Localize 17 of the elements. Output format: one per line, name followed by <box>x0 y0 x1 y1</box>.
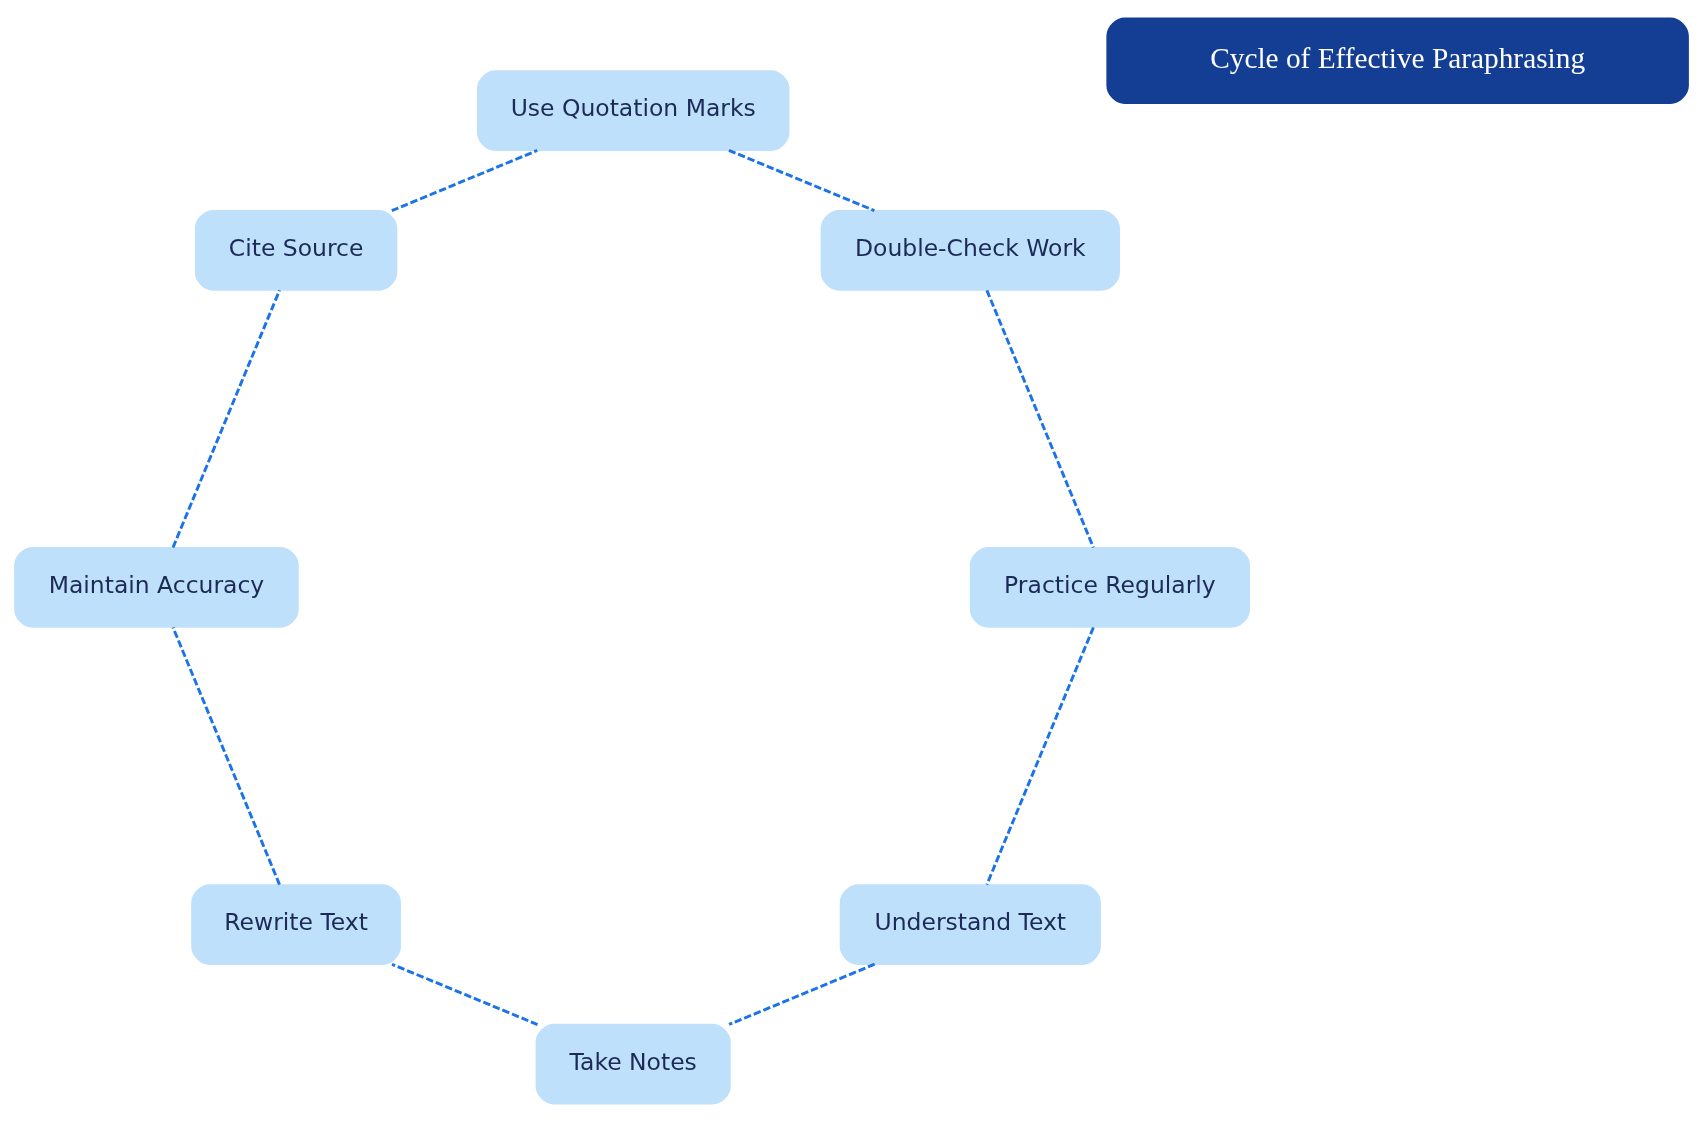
node-box: Use Quotation Marks <box>476 70 789 152</box>
node-box: Maintain Accuracy <box>13 547 299 628</box>
connector <box>985 289 1095 549</box>
connector <box>390 962 538 1026</box>
node-box: Take Notes <box>535 1023 731 1105</box>
connector <box>727 149 875 212</box>
connector <box>728 962 875 1026</box>
node-box: Rewrite Text <box>190 884 401 965</box>
node-box: Understand Text <box>839 884 1101 965</box>
connector <box>390 149 538 213</box>
connector <box>171 289 281 549</box>
node-box: Cycle of Effective Paraphrasing <box>1105 17 1689 104</box>
node-box: Practice Regularly <box>969 547 1250 628</box>
connector <box>171 626 281 886</box>
node-box: Double-Check Work <box>820 210 1120 291</box>
connector <box>985 626 1095 886</box>
node-box: Cite Source <box>194 210 397 291</box>
